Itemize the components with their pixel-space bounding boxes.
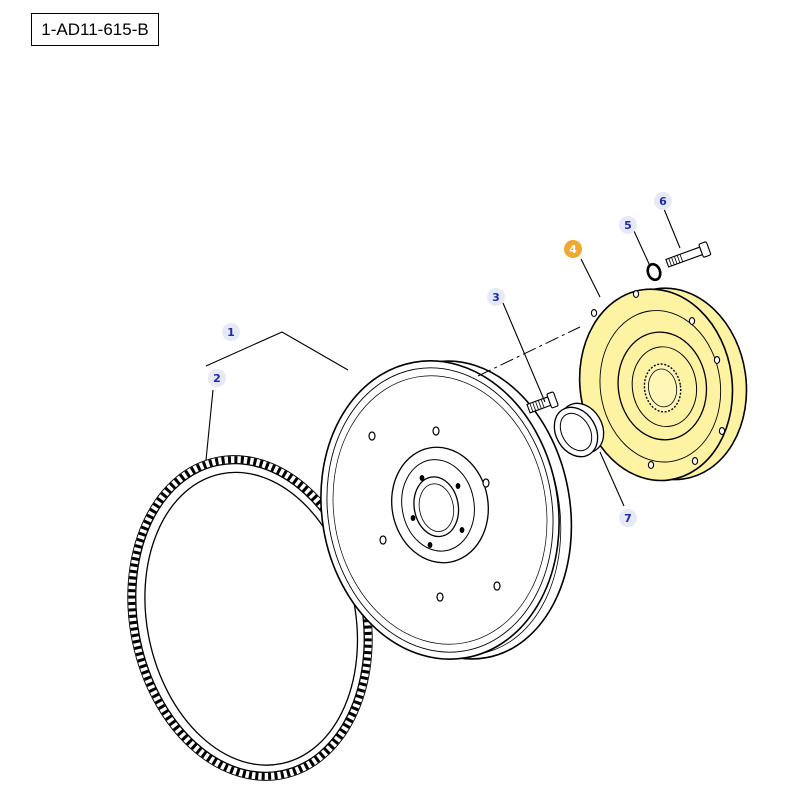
svg-text:6: 6 <box>659 195 667 208</box>
part-washer[interactable] <box>646 262 663 282</box>
callout-1[interactable]: 1 <box>222 323 240 341</box>
part-bolt-long[interactable] <box>665 241 712 270</box>
svg-text:4: 4 <box>569 243 577 256</box>
part-bushing[interactable] <box>546 395 613 464</box>
callout-2[interactable]: 2 <box>208 369 226 387</box>
svg-text:7: 7 <box>624 512 632 525</box>
callout-6[interactable]: 6 <box>654 192 672 210</box>
diagram-reference-code: 1-AD11-615-B <box>31 13 159 46</box>
callout-3[interactable]: 3 <box>487 288 505 306</box>
assembly-axis-line <box>477 326 581 377</box>
part-drive-plate[interactable] <box>567 277 758 491</box>
callout-5[interactable]: 5 <box>619 216 637 234</box>
callout-7[interactable]: 7 <box>619 509 637 527</box>
svg-text:2: 2 <box>213 372 221 385</box>
svg-text:3: 3 <box>492 291 500 304</box>
svg-text:1: 1 <box>227 326 235 339</box>
part-flywheel[interactable] <box>298 342 595 678</box>
leader-lines <box>205 208 681 507</box>
callout-4[interactable]: 4 <box>564 240 582 258</box>
svg-text:5: 5 <box>624 219 632 232</box>
